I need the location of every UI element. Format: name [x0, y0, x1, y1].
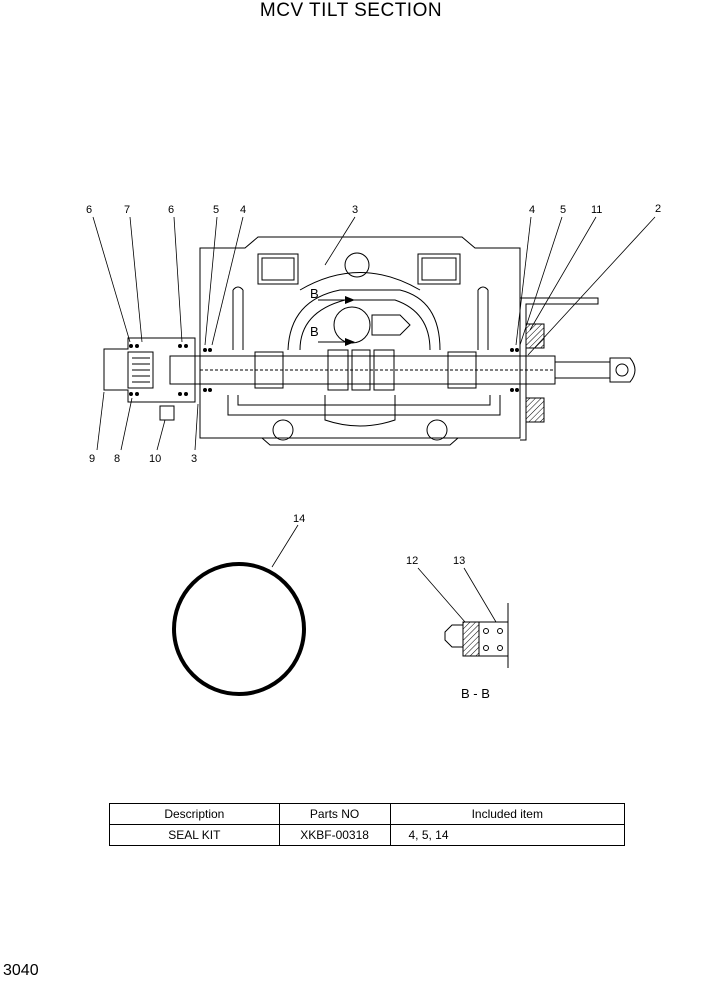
- callout-8: 8: [114, 453, 120, 465]
- knurled-knob-upper: [525, 323, 545, 349]
- callout-13: 13: [453, 555, 465, 567]
- seal-dots: [129, 344, 519, 396]
- header-included-item: Included item: [389, 803, 625, 825]
- callout-2: 2: [655, 203, 661, 215]
- flow-arrows: B B: [310, 286, 355, 346]
- callout-7: 7: [124, 204, 130, 216]
- spool: [169, 349, 636, 391]
- knurled-knob-lower: [525, 397, 545, 423]
- spring-cap: [103, 337, 196, 421]
- table-header-row: Description Parts NO Included item: [109, 803, 625, 825]
- callout-4: 4: [240, 204, 246, 216]
- page-title: MCV TILT SECTION: [259, 0, 443, 21]
- callout-5: 5: [213, 204, 219, 216]
- cell-part-no: XKBF-00318: [278, 824, 391, 846]
- callout-9: 9: [89, 453, 95, 465]
- flow-label-b: B: [310, 324, 319, 339]
- valve-body: [199, 236, 521, 446]
- callout-10: 10: [149, 453, 161, 465]
- callout-11: 11: [591, 204, 602, 216]
- cell-description: SEAL KIT: [109, 824, 280, 846]
- header-description: Description: [109, 803, 280, 825]
- parts-table: Description Parts NO Included item SEAL …: [109, 803, 625, 846]
- leader-line: [271, 524, 299, 568]
- table-row: SEAL KIT XKBF-00318 4, 5, 14: [109, 824, 625, 846]
- callout-5: 5: [560, 204, 566, 216]
- callout-12: 12: [406, 555, 418, 567]
- flow-label-b: B: [310, 286, 319, 301]
- section-detail: [417, 567, 509, 668]
- bracket: [520, 297, 599, 441]
- callout-6: 6: [168, 204, 174, 216]
- leader-lines: [92, 216, 656, 451]
- page-number: 3040: [3, 962, 39, 979]
- header-parts-no: Parts NO: [278, 803, 391, 825]
- callout-4: 4: [529, 204, 535, 216]
- cell-included: 4, 5, 14: [389, 824, 625, 846]
- callout-14: 14: [293, 513, 305, 525]
- o-ring: [172, 562, 306, 696]
- callout-3: 3: [352, 204, 358, 216]
- callout-3: 3: [191, 453, 197, 465]
- callout-6: 6: [86, 204, 92, 216]
- section-label: B - B: [461, 686, 490, 701]
